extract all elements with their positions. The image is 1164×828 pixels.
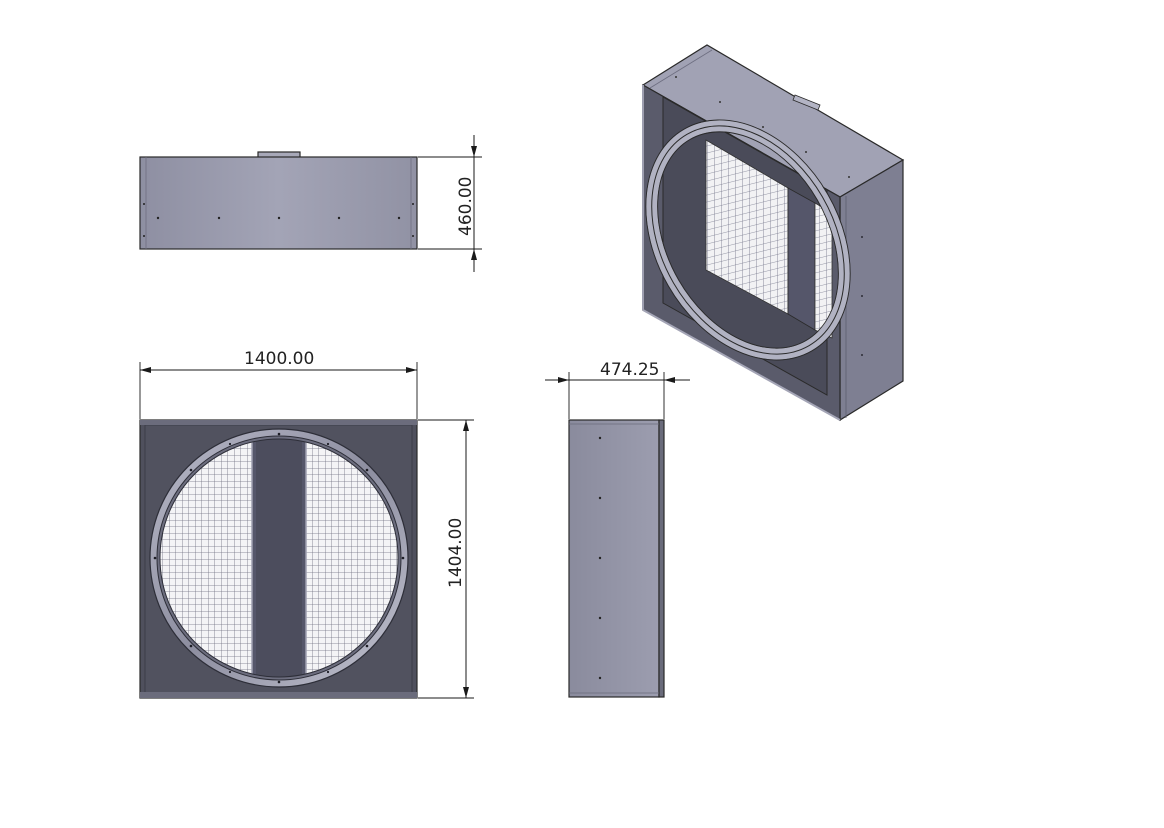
top-view-body [139, 156, 418, 250]
dimension-width-front: 1400.00 [139, 349, 418, 419]
side-view-flange [658, 419, 665, 698]
front-view-ring-rivets [153, 432, 405, 684]
dimension-height-top: 460.00 [418, 135, 482, 272]
iso-top-handle [792, 94, 821, 111]
top-view-rivets [143, 203, 414, 237]
dimension-label-1404: 1404.00 [446, 518, 466, 588]
side-view: 474.25 [545, 360, 690, 698]
dimension-label-474: 474.25 [600, 360, 659, 380]
dimension-depth-side: 474.25 [545, 360, 690, 419]
side-view-rivets [598, 436, 602, 680]
side-view-body [568, 419, 660, 698]
dimension-label-460: 460.00 [456, 177, 476, 236]
dimension-height-front: 1404.00 [418, 419, 474, 699]
top-view: 460.00 [139, 135, 482, 272]
isometric-view [641, 44, 905, 422]
front-view: 1400.00 1404.00 [139, 349, 474, 699]
dimension-label-1400: 1400.00 [244, 349, 314, 369]
iso-center-blade [787, 187, 816, 331]
